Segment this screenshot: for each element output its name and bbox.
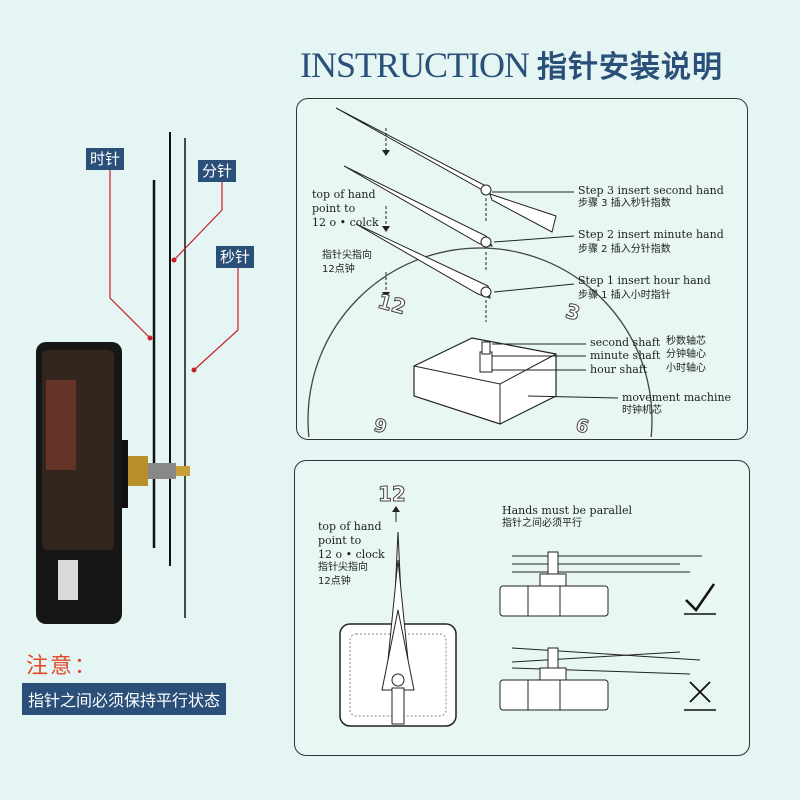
battery-clip <box>58 560 78 600</box>
top-note-cn1: 指针尖指向 <box>322 250 372 261</box>
note-title: 注意： <box>26 654 99 679</box>
step3-cn: 步骤 3 插入秒针指数 <box>578 198 671 209</box>
bottom-note-cn1: 指针尖指向 <box>318 562 368 573</box>
bottom-note-line2: point to <box>318 534 362 547</box>
hour-hand <box>355 223 491 299</box>
top-note-line1: top of hand <box>312 188 376 201</box>
hour-hand-tag: 时针 <box>86 148 125 170</box>
minute-hand <box>343 165 493 247</box>
second-shaft-label: second shaft <box>590 336 661 349</box>
bottom-note-line1: top of hand <box>318 520 382 533</box>
hour-shaft-label: hour shaft <box>590 363 648 376</box>
step1-cn: 步骤 1 插入小时指针 <box>578 290 671 301</box>
wrong-movement <box>499 679 609 711</box>
top-note-cn2: 12点钟 <box>322 264 355 275</box>
step2-label: Step 2 insert minute hand <box>578 228 724 241</box>
bottom-note-line3: 12 o • clock <box>318 548 385 561</box>
parallel-cn: 指针之间必须平行 <box>502 518 582 529</box>
second-shaft-cn: 秒数轴芯 <box>666 336 706 347</box>
page-title: INSTRUCTION 指针安装说明 <box>300 42 723 86</box>
top-note-line3: 12 o • colck <box>312 216 379 229</box>
title-cn: 指针安装说明 <box>537 50 723 85</box>
hour-shaft-cn: 小时轴心 <box>666 363 706 374</box>
parallel-label: Hands must be parallel <box>502 504 633 517</box>
movement-cn: 时钟机芯 <box>622 405 662 416</box>
front-dial-12: 12 <box>378 482 407 507</box>
top-note-line2: point to <box>312 202 356 215</box>
step2-cn: 步骤 2 插入分针指数 <box>578 244 671 255</box>
correct-movement <box>499 585 609 617</box>
step1-label: Step 1 insert hour hand <box>578 274 711 287</box>
clock-face-outline <box>307 247 653 437</box>
minute-shaft-label: minute shaft <box>590 349 661 362</box>
brass-shaft <box>128 456 148 486</box>
minute-hand-tag: 分针 <box>198 160 237 182</box>
bottom-note-cn2: 12点钟 <box>318 576 351 587</box>
second-hand-tag: 秒针 <box>216 246 255 268</box>
step3-label: Step 3 insert second hand <box>578 184 724 197</box>
movement-label: movement machine <box>622 391 732 404</box>
minute-shaft-cn: 分钟轴心 <box>666 349 706 360</box>
note-text: 指针之间必须保持平行状态 <box>22 683 227 715</box>
check-icon <box>685 583 716 612</box>
title-en: INSTRUCTION <box>300 45 530 85</box>
